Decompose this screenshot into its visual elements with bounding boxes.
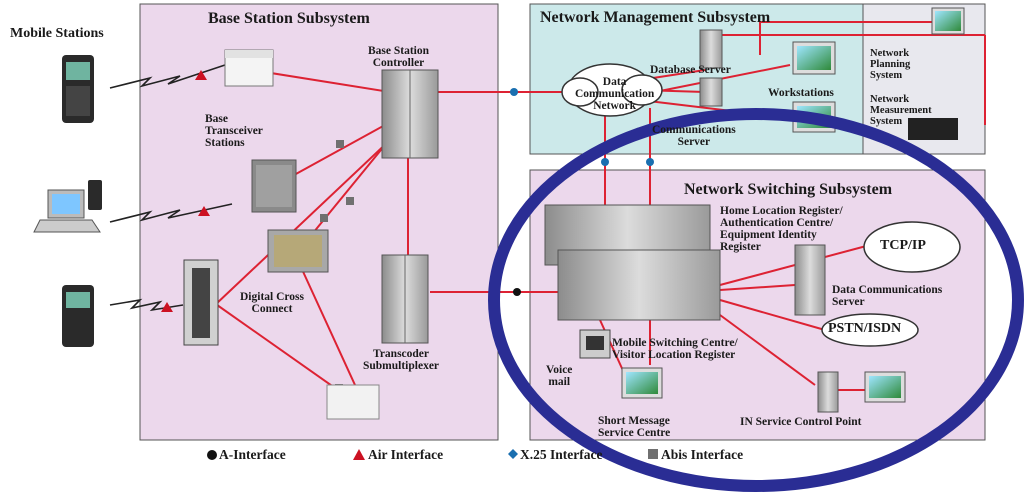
bts-cabinet-icon xyxy=(326,384,380,420)
highlight-ring xyxy=(488,108,1024,492)
legend-x25-interface: X.25 Interface xyxy=(520,447,603,462)
data-comm-server-icon xyxy=(794,244,826,316)
phone-icon xyxy=(62,55,94,123)
bts-cabinet-icon xyxy=(224,49,274,87)
air-links xyxy=(109,64,233,312)
phone-icon xyxy=(62,285,94,347)
legend-air-marker xyxy=(353,449,365,460)
legend-abis-interface: Abis Interface xyxy=(661,447,744,462)
bts-cabinet-icon xyxy=(251,159,297,213)
x25-interface-markers xyxy=(510,88,654,166)
in-scp-server-icon xyxy=(817,371,839,413)
legend-a-interface: A-Interface xyxy=(219,447,286,462)
voicemail-icon xyxy=(579,329,611,359)
database-server-icon xyxy=(699,29,723,69)
laptop-icon xyxy=(33,180,102,233)
workstation-icon xyxy=(931,7,965,35)
in-scp-label: IN Service Control Point xyxy=(740,416,862,428)
db-server-label: Database Server xyxy=(650,64,731,76)
nss-title: Network Switching Subsystem xyxy=(684,181,893,198)
bsc-rack-icon xyxy=(381,69,439,159)
workstation-icon xyxy=(621,367,663,399)
workstation-icon xyxy=(864,371,906,403)
nms-title: Network Management Subsystem xyxy=(540,9,771,26)
cloud-icon xyxy=(863,221,961,273)
bss-title: Base Station Subsystem xyxy=(208,10,370,27)
pstn-label: PSTN/ISDN xyxy=(828,321,902,336)
link-lines xyxy=(209,21,986,396)
printer-icon xyxy=(908,118,958,140)
legend-a-marker xyxy=(207,450,217,460)
nms-side-panel xyxy=(862,3,986,155)
bss-panel xyxy=(139,3,499,441)
a-interface-marker xyxy=(513,288,521,296)
tcpip-label: TCP/IP xyxy=(880,238,926,253)
legend-air-interface: Air Interface xyxy=(368,447,444,462)
legend-x25-marker xyxy=(508,449,518,459)
transcoder-rack-icon xyxy=(381,254,429,344)
mobile-stations-title: Mobile Stations xyxy=(10,26,104,41)
workstations-label: Workstations xyxy=(768,87,834,99)
legend-abis-marker xyxy=(648,449,658,459)
comm-server-icon xyxy=(699,77,723,107)
cloud-icon xyxy=(821,313,919,347)
hlr-label: Home Location Register/Authentication Ce… xyxy=(720,205,843,253)
tower-icon xyxy=(183,259,219,346)
workstation-icon xyxy=(792,41,836,75)
air-interface-markers xyxy=(161,70,210,312)
msc-rack-icon xyxy=(557,249,721,321)
cloud-icon xyxy=(561,63,663,117)
digital-cross-connect-icon xyxy=(267,229,329,273)
msc-label: Mobile Switching Centre/Visitor Location… xyxy=(612,337,738,361)
